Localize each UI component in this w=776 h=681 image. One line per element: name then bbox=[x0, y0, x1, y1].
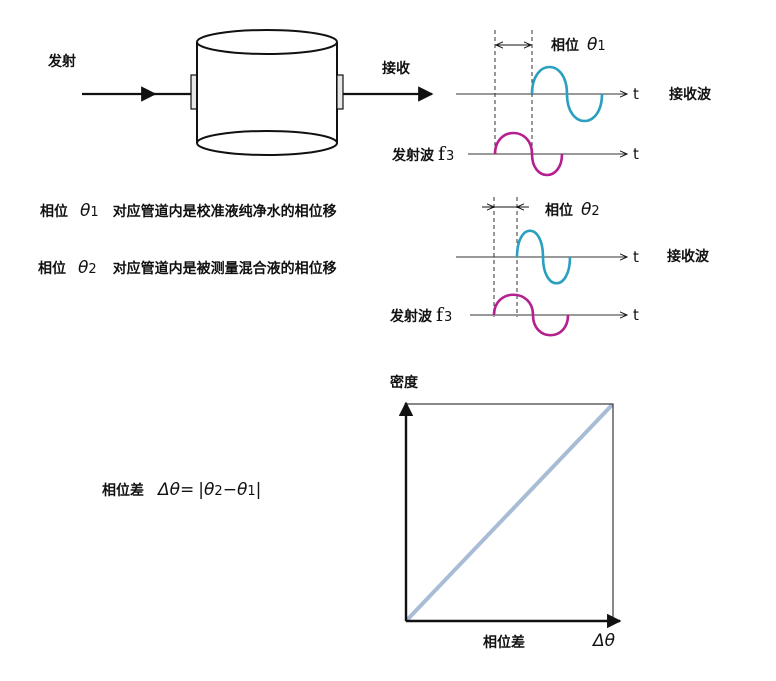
receive-wave-2 bbox=[515, 229, 572, 285]
receive-label: 接收 bbox=[382, 60, 411, 77]
pipe-cylinder bbox=[196, 29, 338, 156]
density-phase-chart: 密度 相位差 Δθ bbox=[389, 374, 622, 651]
chart-ylabel: 密度 bbox=[389, 374, 419, 391]
transmit-wave bbox=[493, 131, 564, 177]
receive-time-label-2: t bbox=[633, 248, 639, 266]
right-transducer bbox=[336, 74, 344, 110]
transmit-time-label-2: t bbox=[633, 306, 639, 324]
receive-wave-label: 接收波 bbox=[669, 86, 712, 103]
density-series-line bbox=[405, 403, 614, 622]
chart-x-symbol: Δθ bbox=[591, 631, 616, 651]
chart-xlabel: 相位差 bbox=[483, 634, 525, 651]
receive-wave-label-2: 接收波 bbox=[667, 248, 710, 265]
transmit-time-label: t bbox=[633, 145, 639, 163]
transmit-label: 发射 bbox=[47, 53, 76, 70]
transmit-wave-2 bbox=[492, 293, 570, 337]
receive-time-label: t bbox=[633, 85, 639, 103]
receive-wave bbox=[530, 65, 604, 123]
pipe-assembly: 发射 接收 bbox=[47, 29, 434, 156]
